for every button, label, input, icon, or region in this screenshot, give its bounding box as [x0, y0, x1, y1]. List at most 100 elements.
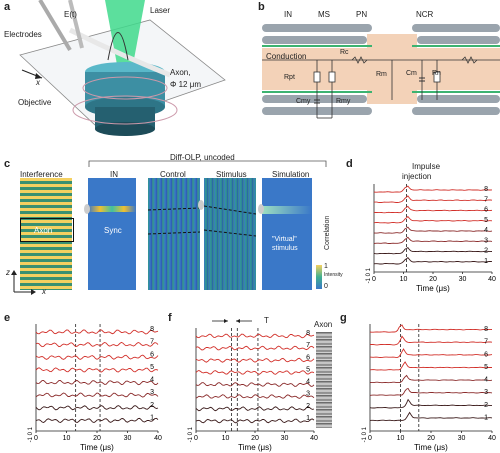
rn-label: Rn: [432, 70, 441, 77]
colorbar-label: Intensity: [324, 272, 343, 278]
trace-label: 1: [484, 258, 488, 265]
in-sync-band: [88, 206, 136, 212]
axon-label-c: Axon: [34, 226, 53, 235]
trace-label: 7: [306, 342, 310, 349]
trace-label: 5: [306, 366, 310, 373]
panel-d-label: d: [346, 158, 353, 170]
x-tick-label: 30: [124, 435, 132, 442]
x-axis-title: Time (μs): [414, 443, 448, 452]
panel-e-label: e: [4, 312, 11, 324]
trace-label: 3: [306, 391, 310, 398]
trace-line: [369, 398, 492, 409]
trace-line: [373, 247, 493, 255]
in-map: [88, 178, 136, 290]
trace-label: 4: [484, 377, 488, 384]
x-tick-label: 20: [427, 435, 435, 442]
trace-line: [35, 417, 159, 424]
trace-line: [373, 226, 493, 234]
simulation-map: [262, 178, 312, 290]
y-tick-label: -1 0 1: [366, 267, 372, 283]
colorbar-max: 1: [324, 263, 328, 270]
trace-line: [35, 329, 159, 335]
x-tick-label: 20: [429, 276, 437, 283]
trace-line: [369, 335, 493, 346]
trace-label: 2: [484, 248, 488, 255]
x-tick-label: 0: [368, 435, 372, 442]
in-title-c: IN: [110, 170, 118, 179]
ms-label: MS: [318, 10, 330, 19]
e-t-label: E(t): [64, 10, 77, 19]
trace-line: [195, 406, 315, 412]
panel-a-label: a: [4, 1, 11, 13]
simulation-glow: [262, 206, 312, 214]
trace-line: [195, 394, 315, 399]
simulation-title: Simulation: [272, 170, 310, 179]
trace-label: 3: [150, 389, 154, 396]
electrode-tip-stim: [198, 200, 204, 210]
trace-line: [373, 256, 493, 265]
trace-label: 2: [484, 402, 488, 409]
trace-label: 7: [484, 339, 488, 346]
trace-label: 4: [484, 227, 488, 234]
x-tick-label: 10: [397, 435, 405, 442]
trace-line: [369, 387, 493, 396]
x-tick-label: 40: [154, 435, 162, 442]
trace-label: 3: [484, 389, 488, 396]
trace-label: 7: [484, 196, 488, 203]
pn-label: PN: [356, 10, 368, 19]
in-label: IN: [284, 10, 292, 19]
x-tick-label: 30: [281, 435, 289, 442]
x-tick-label: 10: [222, 435, 230, 442]
x-tick-label: 0: [372, 276, 376, 283]
y-tick-label: -1 0 1: [362, 426, 368, 442]
virtual-label: "Virtual": [272, 236, 297, 243]
rc-label: Rc: [340, 49, 349, 56]
x-tick-label: 40: [488, 435, 496, 442]
trace-label: 8: [306, 330, 310, 337]
control-map: [148, 178, 200, 290]
trace-line: [195, 357, 315, 363]
ncr-label: NCR: [416, 10, 434, 19]
cm-label: Cm: [406, 70, 417, 77]
x-tick-label: 40: [310, 435, 318, 442]
x-axis-label-a: x: [36, 78, 40, 87]
x-tick-label: 10: [63, 435, 71, 442]
panel-c-label: c: [4, 158, 11, 170]
trace-line: [369, 361, 493, 371]
stimulus-dashes: [204, 205, 256, 237]
x-tick-label: 10: [400, 276, 408, 283]
trace-label: 6: [306, 354, 310, 361]
trace-label: 6: [150, 351, 154, 358]
conduction-label: Conduction: [266, 52, 307, 61]
trace-line: [369, 411, 493, 422]
trace-line: [195, 382, 315, 387]
trace-line: [373, 236, 493, 244]
diff-olp-title: Diff-OLP, uncoded: [170, 153, 235, 162]
trace-label: 3: [484, 237, 488, 244]
panel-g-label: g: [340, 312, 347, 324]
interference-title: Interference: [20, 170, 63, 179]
panel-b-circuit: [262, 24, 500, 119]
sync-label: Sync: [104, 226, 122, 235]
trace-line: [369, 374, 493, 384]
x-axis-title: Time (μs): [238, 443, 272, 452]
trace-label: 6: [484, 207, 488, 214]
trace-label: 7: [150, 339, 154, 346]
trace-line: [35, 405, 159, 411]
trace-line: [195, 333, 315, 339]
trace-line: [35, 392, 159, 398]
panel-a-illustration: [19, 0, 226, 136]
y-tick-label: -1 0 1: [188, 426, 194, 442]
trace-line: [35, 367, 159, 373]
y-tick-label: -1 0 1: [28, 426, 34, 442]
trace-line: [373, 215, 493, 224]
interference-map: [20, 178, 72, 290]
impulse-label: Impulse: [412, 162, 441, 171]
cmy-label: Cmy: [296, 98, 311, 105]
period-T-label: T: [264, 316, 269, 325]
axon-micrograph: [316, 332, 332, 428]
